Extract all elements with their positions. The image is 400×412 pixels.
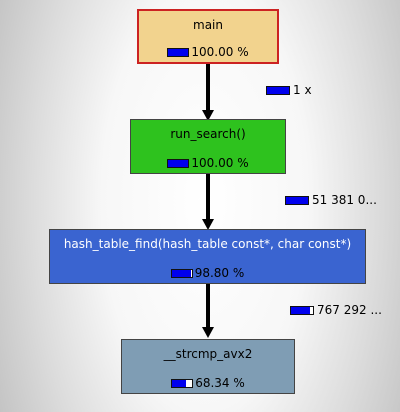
call-edge-line [206, 284, 210, 332]
cost-percent: 100.00 % [191, 45, 249, 59]
call-edge-line [206, 174, 210, 224]
function-node-main[interactable]: main 100.00 % [137, 9, 279, 64]
edge-call-count: 767 292 ... [317, 303, 382, 317]
arrowhead-icon [202, 110, 214, 121]
cost-percent: 100.00 % [191, 156, 249, 170]
function-node-strcmp-avx2[interactable]: __strcmp_avx2 68.34 % [121, 339, 295, 394]
cost-bar [171, 378, 194, 388]
edge-label-hash-table-find-to-strcmp[interactable]: 767 292 ... [290, 303, 382, 317]
function-name: __strcmp_avx2 [163, 347, 253, 361]
cost-percent: 98.80 % [194, 266, 245, 280]
arrowhead-icon [202, 327, 214, 338]
arrowhead-icon [202, 219, 214, 230]
function-name: run_search() [170, 127, 246, 141]
function-node-hash-table-find[interactable]: hash_table_find(hash_table const*, char … [49, 229, 366, 284]
edge-label-run-search-to-hash-table-find[interactable]: 51 381 0... [285, 193, 377, 207]
cost-bar [170, 268, 193, 278]
function-node-run-search[interactable]: run_search() 100.00 % [130, 119, 286, 174]
edge-cost-bar [266, 85, 290, 95]
cost-percent: 68.34 % [195, 376, 245, 390]
edge-cost-bar [285, 195, 309, 205]
function-name: main [193, 18, 223, 32]
call-edge-line [206, 64, 210, 114]
edge-label-main-to-run-search[interactable]: 1 x [266, 83, 312, 97]
edge-call-count: 51 381 0... [312, 193, 377, 207]
edge-cost-bar [290, 305, 314, 315]
cost-bar [167, 158, 190, 168]
function-name: hash_table_find(hash_table const*, char … [63, 237, 352, 251]
edge-call-count: 1 x [293, 83, 312, 97]
cost-bar [167, 47, 190, 57]
